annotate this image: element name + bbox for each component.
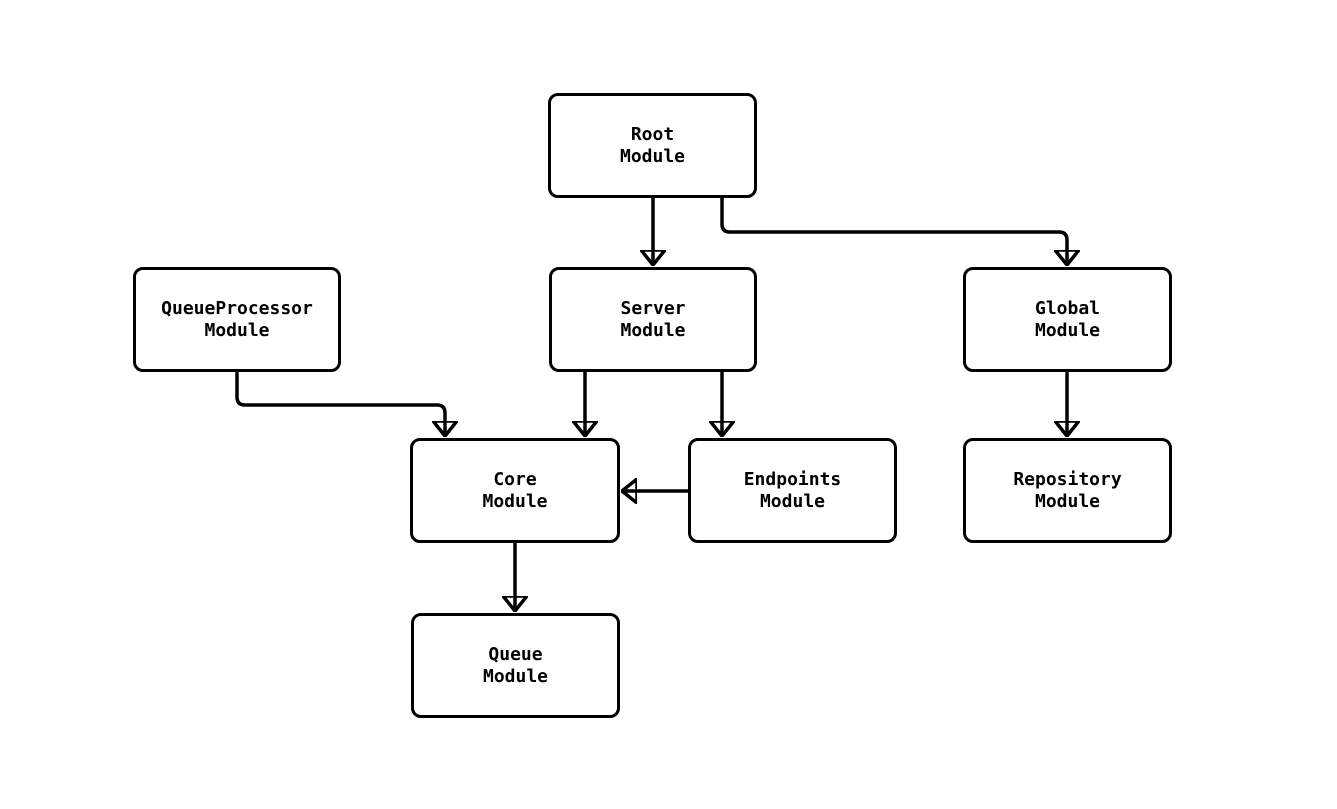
node-queueprocessor-module-label: QueueProcessor Module [161, 297, 313, 341]
node-global-module-label: Global Module [1034, 297, 1101, 341]
node-root-module-label: Root Module [619, 123, 686, 167]
node-endpoints-module-label: Endpoints Module [743, 468, 842, 512]
node-core-module: Core Module [410, 438, 620, 543]
node-core-module-label: Core Module [482, 468, 548, 512]
node-endpoints-module: Endpoints Module [688, 438, 897, 543]
node-queue-module: Queue Module [411, 613, 620, 718]
node-global-module: Global Module [963, 267, 1172, 372]
node-root-module: Root Module [548, 93, 757, 198]
node-queue-module-label: Queue Module [482, 643, 549, 687]
node-repository-module: Repository Module [963, 438, 1172, 543]
node-repository-module-label: Repository Module [1013, 468, 1122, 512]
node-server-module: Server Module [549, 267, 757, 372]
node-server-module-label: Server Module [620, 297, 686, 341]
edge-root-to-global [720, 198, 1067, 265]
node-queueprocessor-module: QueueProcessor Module [133, 267, 341, 372]
edge-queueprocessor-to-core [235, 372, 445, 436]
